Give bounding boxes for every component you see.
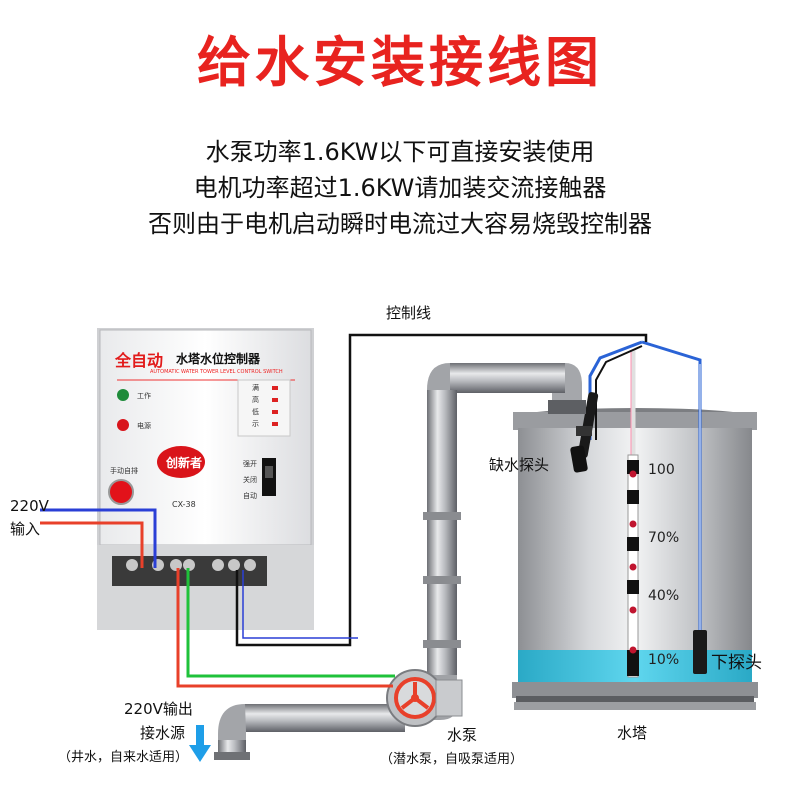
brand-logo: 创新者	[166, 456, 203, 470]
water-source-note: （井水，自来水适用）	[58, 750, 189, 765]
water-tower-label: 水塔	[617, 724, 648, 742]
output-voltage-label: 220V输出	[124, 700, 193, 718]
input-label: 输入	[10, 520, 41, 538]
manual-reset-label: 手动自排	[110, 467, 138, 475]
switch-label-force-on: 强开	[243, 460, 257, 468]
low-water-probe	[570, 340, 643, 473]
control-line-label: 控制线	[386, 304, 432, 322]
pump-label: 水泵	[447, 726, 478, 744]
note-line-1: 水泵功率1.6KW以下可直接安装使用	[205, 138, 595, 166]
level-10: 10%	[648, 652, 680, 668]
level-40: 40%	[648, 588, 680, 604]
level-mark-2: 高	[252, 396, 259, 404]
pump-note: （潜水泵，自吸泵适用）	[380, 752, 524, 767]
manual-reset-button[interactable]	[108, 479, 134, 505]
level-mark-4: 示	[252, 420, 259, 428]
controller-subtitle: 水塔水位控制器	[176, 352, 261, 366]
controller-model: CX-38	[172, 500, 196, 509]
water-source-arrow	[189, 725, 211, 762]
switch-label-off: 关闭	[243, 476, 257, 484]
output-wire-green	[186, 568, 395, 678]
lower-probe-label: 下探头	[711, 653, 762, 673]
note-line-2: 电机功率超过1.6KW请加装交流接触器	[193, 174, 607, 202]
level-70: 70%	[648, 530, 680, 546]
low-water-probe-label: 缺水探头	[489, 456, 550, 474]
lower-probe	[641, 340, 707, 674]
level-100: 100	[648, 462, 675, 478]
input-wire-blue	[40, 508, 157, 568]
level-mark-3: 低	[252, 408, 259, 416]
level-mark-1: 满	[252, 384, 259, 392]
water-pump	[386, 669, 463, 727]
power-indicator	[117, 419, 129, 431]
controller-title: 全自动	[115, 351, 164, 370]
water-source-label: 接水源	[140, 724, 186, 742]
controller-tagline: AUTOMATIC WATER TOWER LEVEL CONTROL SWIT…	[150, 369, 283, 375]
input-wire-red	[40, 521, 144, 568]
pipe-system	[214, 363, 586, 760]
indicator-work-label: 工作	[137, 392, 151, 400]
switch-label-auto: 自动	[243, 492, 257, 500]
page-title: 给水安装接线图	[197, 31, 603, 94]
note-line-3: 否则由于电机启动瞬时电流过大容易烧毁控制器	[148, 210, 652, 238]
wiring-diagram	[40, 328, 758, 762]
work-indicator	[117, 389, 129, 401]
indicator-power-label: 电源	[137, 422, 151, 430]
controller-box	[97, 328, 314, 630]
input-voltage-label: 220V	[10, 497, 49, 515]
output-wire-red	[176, 568, 393, 688]
level-probe-rod	[627, 350, 639, 678]
control-line-wire	[235, 333, 648, 647]
